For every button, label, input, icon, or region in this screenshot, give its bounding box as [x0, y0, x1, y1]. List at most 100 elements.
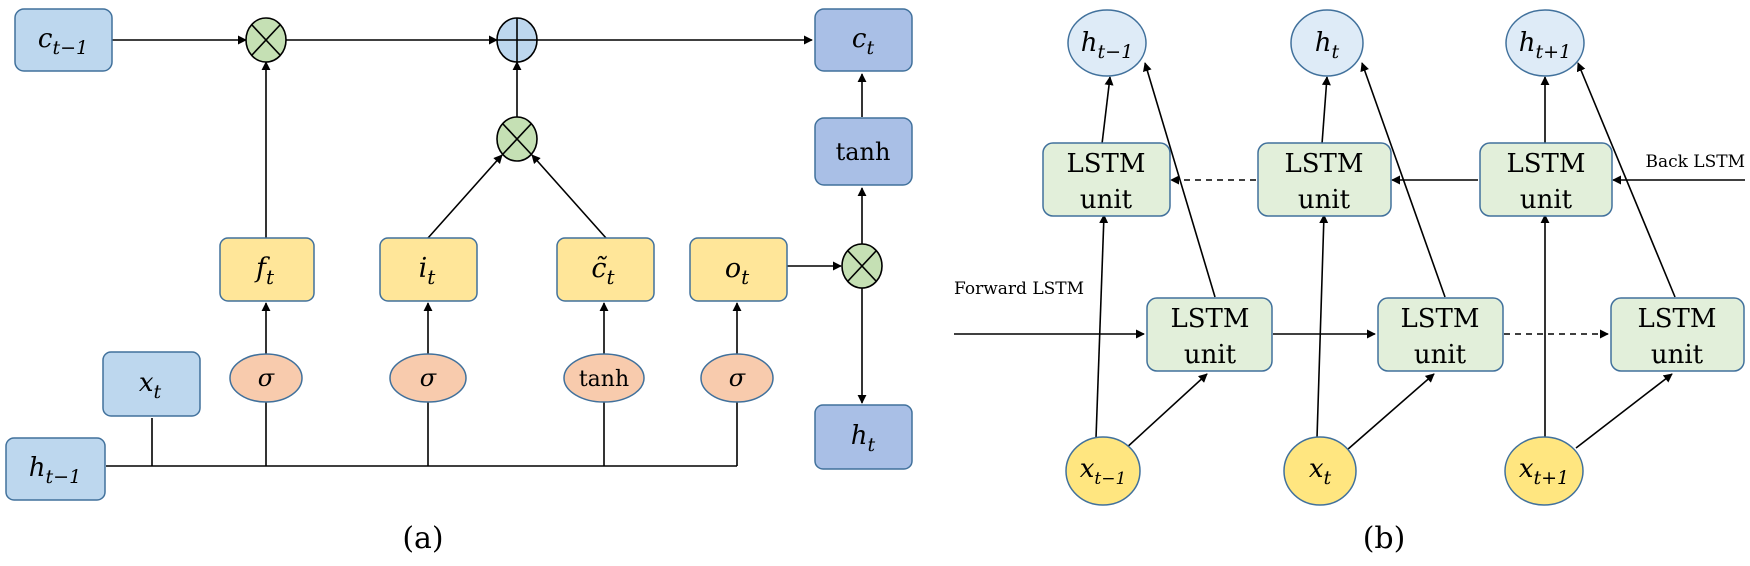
svg-text:ct: ct	[852, 24, 875, 59]
sigma-input-label: σ	[420, 364, 437, 392]
fwd-unit-2-line1: LSTM	[1400, 304, 1479, 334]
back-lstm-unit-1: LSTM unit	[1042, 142, 1171, 217]
ht-sub: t	[868, 434, 876, 456]
ctilde-base: c̃	[591, 253, 607, 284]
svg-text:ht: ht	[1315, 28, 1340, 63]
arrow-x2-to-fwd2	[1346, 373, 1435, 451]
fwd-unit-3-line2: unit	[1651, 340, 1704, 370]
panel-b: ht−1 ht ht+1 LSTM unit LSTM unit	[954, 9, 1745, 556]
hprev-box: ht−1	[5, 437, 106, 501]
cprev-base: c	[38, 24, 53, 54]
ht-box: ht	[814, 404, 913, 470]
xt-sub: t	[154, 381, 162, 403]
input-3-sub: t+1	[1534, 467, 1570, 489]
arrow-it-to-mult2	[427, 154, 503, 239]
arrow-fwd3-to-h3	[1576, 62, 1676, 298]
arrow-back1-to-h1	[1101, 76, 1114, 145]
svg-text:ct−1: ct−1	[38, 24, 88, 59]
input-multiply-op	[496, 116, 538, 162]
forward-lstm-label: Forward LSTM	[954, 279, 1084, 299]
ctilde-sub: t	[607, 265, 616, 289]
hidden-1-base: h	[1081, 28, 1098, 58]
ct-base: c	[852, 24, 867, 54]
hidden-circle-3: ht+1	[1505, 9, 1585, 77]
input-2-base: x	[1309, 454, 1324, 484]
svg-text:ot: ot	[725, 253, 750, 289]
add-op	[496, 17, 538, 63]
ct-box: ct	[814, 8, 913, 72]
hprev-base: h	[29, 453, 46, 483]
forward-lstm-unit-3: LSTM unit	[1610, 297, 1745, 372]
sigma-forget-label: σ	[258, 364, 275, 392]
tanh-output-box: tanh	[814, 117, 913, 186]
hidden-2-base: h	[1315, 28, 1332, 58]
ct-sub: t	[866, 37, 874, 59]
forget-gate-box: ft	[219, 237, 315, 302]
arrow-x3-to-fwd3	[1575, 373, 1673, 449]
forget-multiply-op	[245, 17, 287, 63]
tanh-candidate-label: tanh	[579, 367, 629, 392]
hidden-circle-1: ht−1	[1067, 9, 1147, 77]
hidden-3-base: h	[1519, 28, 1536, 58]
panel-a: ct−1 ct	[5, 8, 913, 556]
cprev-sub: t−1	[52, 37, 88, 59]
back-unit-2-line2: unit	[1298, 185, 1351, 215]
back-unit-3-line2: unit	[1520, 185, 1573, 215]
ft-base: f	[254, 253, 270, 284]
xt-base: x	[139, 368, 154, 398]
it-sub: t	[427, 265, 436, 289]
sigma-input: σ	[389, 353, 467, 403]
caption-b: (b)	[1363, 521, 1406, 556]
arrow-fwd2-to-h2	[1360, 62, 1446, 298]
back-lstm-unit-2: LSTM unit	[1257, 142, 1392, 217]
back-lstm-label: Back LSTM	[1645, 152, 1745, 172]
arrow-x1-to-fwd1	[1123, 373, 1208, 451]
svg-text:ht+1: ht+1	[1519, 28, 1571, 63]
sigma-forget: σ	[229, 353, 303, 403]
hprev-sub: t−1	[46, 466, 82, 488]
input-gate-box: it	[379, 237, 478, 302]
output-multiply-op	[841, 243, 883, 289]
back-lstm-unit-3: LSTM unit	[1479, 142, 1613, 217]
ot-sub: t	[741, 265, 750, 289]
input-circle-3: xt+1	[1504, 436, 1584, 506]
cprev-box: ct−1	[14, 8, 113, 72]
svg-text:ft: ft	[254, 253, 275, 289]
svg-text:xt+1: xt+1	[1519, 454, 1569, 489]
forward-lstm-unit-1: LSTM unit	[1146, 297, 1273, 372]
panel-b-connections	[954, 62, 1745, 451]
svg-text:xt: xt	[139, 368, 162, 403]
arrow-x2-to-back2	[1316, 214, 1329, 439]
input-circle-2: xt	[1283, 436, 1357, 506]
arrow-x1-to-back1	[1095, 214, 1109, 439]
back-unit-3-line1: LSTM	[1506, 149, 1585, 179]
svg-text:c̃t: c̃t	[591, 253, 615, 289]
svg-text:xt−1: xt−1	[1080, 454, 1127, 489]
xt-box: xt	[102, 351, 201, 417]
arrow-ctilde-to-mult2	[531, 154, 607, 239]
input-3-base: x	[1519, 454, 1534, 484]
fwd-unit-2-line2: unit	[1414, 340, 1467, 370]
fwd-unit-3-line1: LSTM	[1637, 304, 1716, 334]
input-circle-1: xt−1	[1065, 436, 1141, 506]
arrow-fwd1-to-h1	[1143, 62, 1216, 298]
ft-sub: t	[266, 265, 275, 289]
hidden-3-sub: t+1	[1536, 41, 1572, 63]
hidden-2-sub: t	[1332, 41, 1340, 63]
back-unit-1-line1: LSTM	[1066, 149, 1145, 179]
output-gate-box: ot	[689, 237, 788, 302]
fwd-unit-1-line2: unit	[1184, 340, 1237, 370]
back-unit-2-line1: LSTM	[1284, 149, 1363, 179]
ht-base: h	[851, 421, 868, 451]
tanh-output-label: tanh	[836, 138, 891, 166]
hidden-1-sub: t−1	[1098, 41, 1134, 63]
svg-text:ht−1: ht−1	[29, 453, 81, 488]
svg-text:xt: xt	[1309, 454, 1332, 489]
panel-a-connections	[106, 35, 867, 467]
input-2-sub: t	[1324, 467, 1332, 489]
forward-lstm-unit-2: LSTM unit	[1377, 297, 1504, 372]
candidate-gate-box: c̃t	[556, 237, 655, 302]
fwd-unit-1-line1: LSTM	[1170, 304, 1249, 334]
svg-text:ht−1: ht−1	[1081, 28, 1133, 63]
